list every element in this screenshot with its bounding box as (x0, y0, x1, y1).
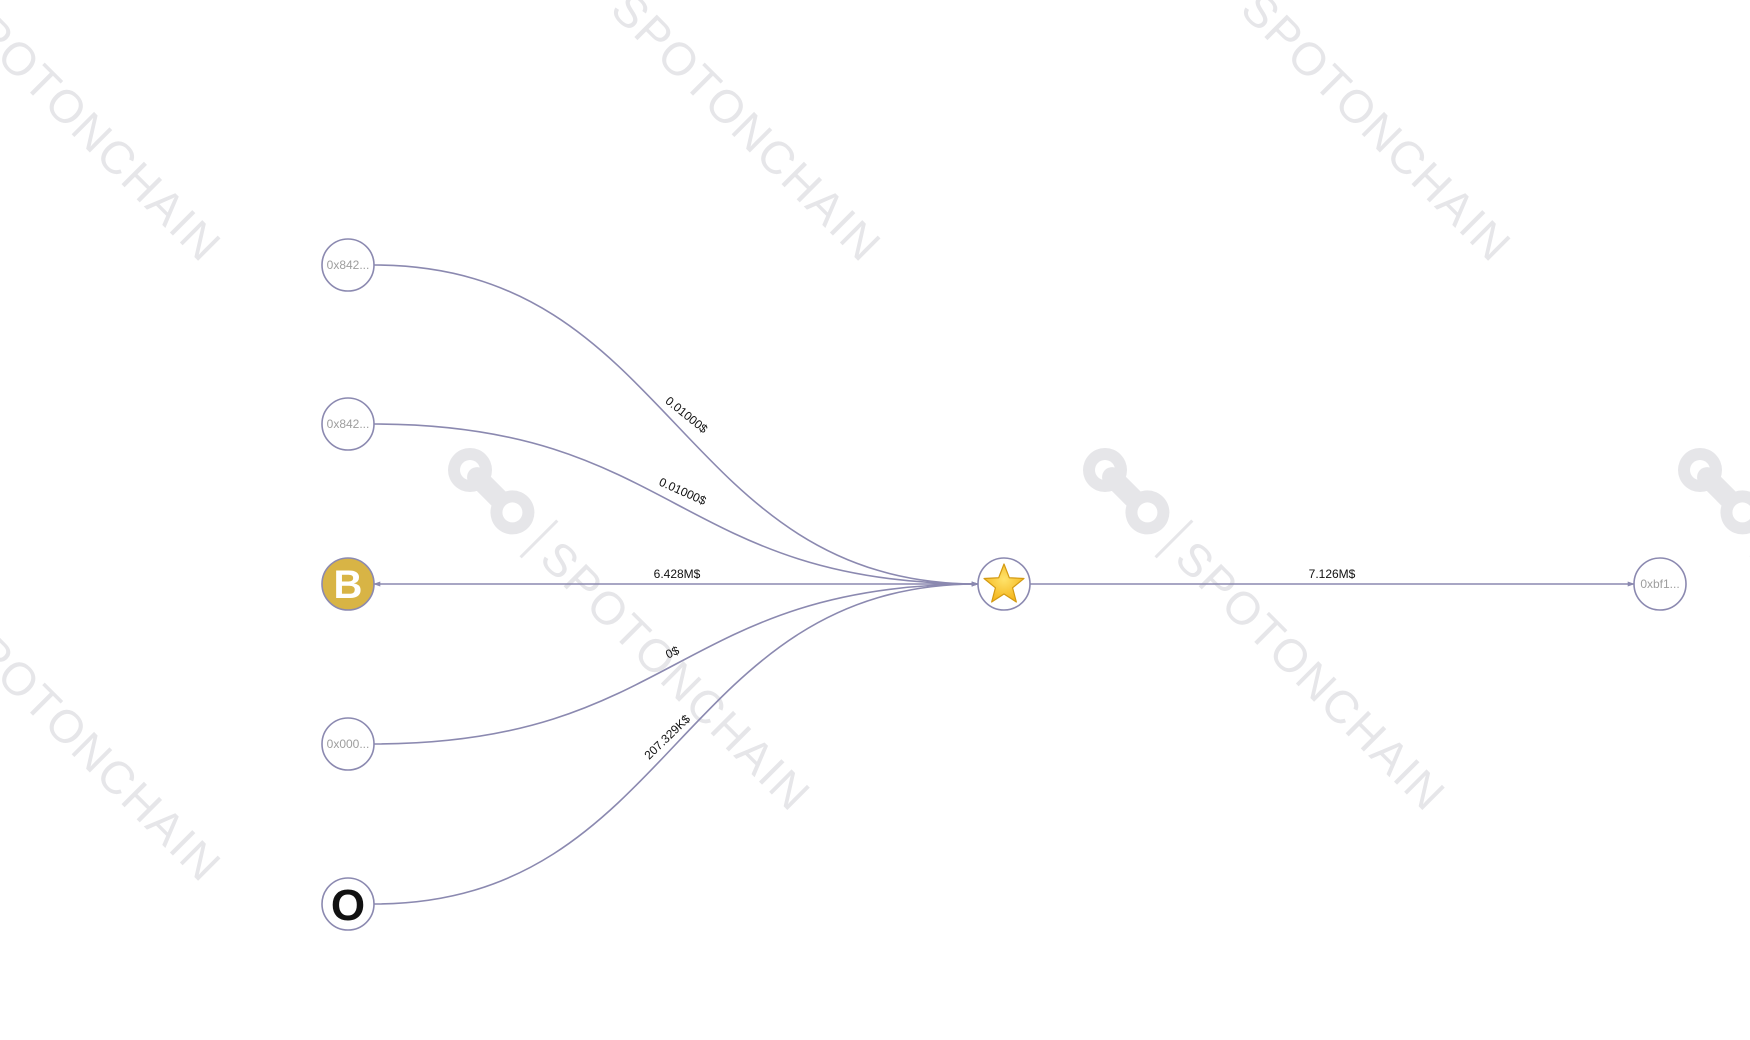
node-address-label: 0x842... (327, 417, 370, 431)
star-icon (983, 563, 1025, 603)
watermark-text: SPOTONCHAIN (0, 0, 232, 272)
graph-node-address[interactable]: 0x842... (321, 238, 375, 292)
binance-b-icon (321, 557, 375, 611)
node-circle (321, 238, 375, 292)
node-address-label: 0x842... (327, 258, 370, 272)
edge-amount-label: 0$ (663, 643, 681, 661)
nodes-layer: 0x842... 0x842... B 0x000... O 0xbf1... (321, 238, 1687, 931)
watermark-text: SPOTONCHAIN (1232, 0, 1522, 272)
watermark-text: SPOTONCHAIN (602, 0, 892, 272)
graph-node-address[interactable]: 0x842... (321, 397, 375, 451)
edge-amount-label: 0.01000$ (663, 394, 711, 437)
node-address-label: 0x000... (327, 737, 370, 751)
watermark-mark: SPOTONCHAIN (602, 0, 892, 272)
watermark-mark: SPOTONCHAIN (1678, 448, 1750, 559)
node-circle (321, 717, 375, 771)
watermark-text: SPOTONCHAIN (0, 602, 232, 892)
watermark-mark: SPOTONCHAIN (0, 0, 232, 272)
flow-edge[interactable] (373, 581, 979, 905)
flow-edge[interactable] (373, 264, 979, 587)
flow-edge[interactable] (373, 423, 979, 587)
watermark-mark: SPOTONCHAIN (448, 448, 821, 821)
edge-amount-label: 0.01000$ (657, 475, 709, 508)
edge-amount-label: 207.329K$ (641, 712, 693, 763)
edges-layer (373, 264, 1635, 905)
node-logo-letter: B (334, 563, 363, 607)
letter-o-icon (321, 877, 375, 931)
center-wallet-node[interactable] (977, 557, 1031, 611)
graph-node-address[interactable]: 0x000... (321, 717, 375, 771)
graph-node-letter-logo[interactable]: O (321, 877, 375, 931)
graph-node-address[interactable]: 0xbf1... (1633, 557, 1687, 611)
watermark-mark: SPOTONCHAIN (1232, 0, 1522, 272)
node-logo-letter: O (331, 881, 365, 930)
edge-amount-label: 6.428M$ (654, 567, 701, 581)
watermark-layer: SPOTONCHAIN SPOTONCHAIN SPOTONCHAIN SPOTONC… (0, 0, 1750, 892)
watermark-mark: SPOTONCHAIN (1083, 448, 1456, 821)
node-address-label: 0xbf1... (1640, 577, 1679, 591)
flow-edge[interactable] (373, 581, 979, 745)
watermark-mark: SPOTONCHAIN (0, 602, 232, 892)
edge-amount-label: 7.126M$ (1309, 567, 1356, 581)
node-circle (1633, 557, 1687, 611)
node-circle (321, 397, 375, 451)
graph-node-binance-logo[interactable]: B (321, 557, 375, 611)
